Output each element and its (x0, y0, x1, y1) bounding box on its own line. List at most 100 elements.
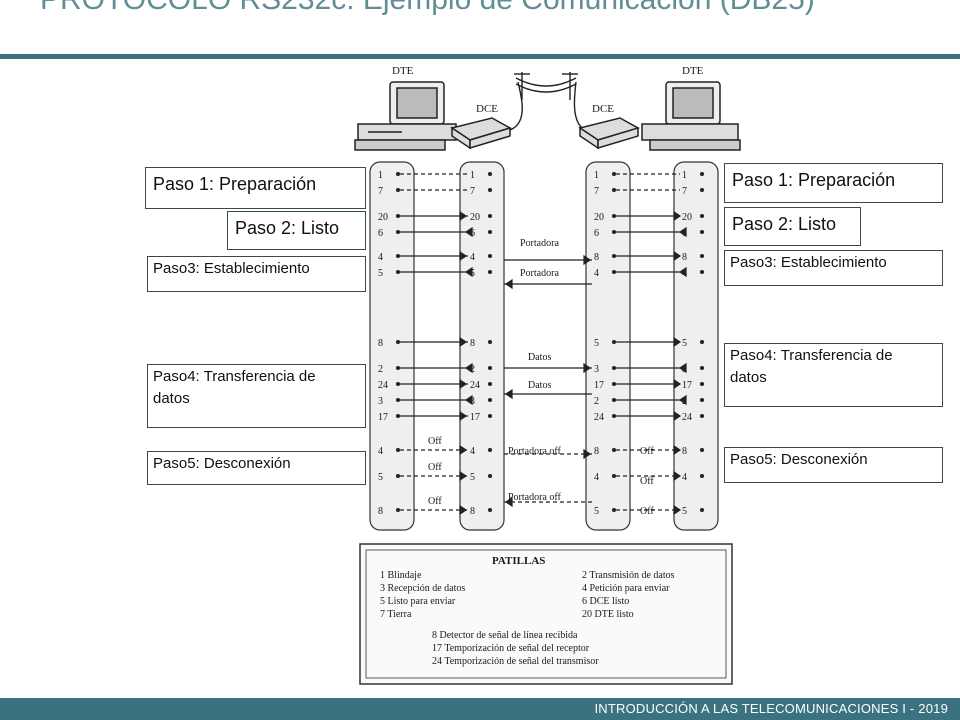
arrow-head (583, 362, 592, 374)
legend-item: 5 Listo para enviar (380, 596, 456, 607)
legend-item: 4 Petición para enviar (582, 583, 670, 594)
arrow-head (673, 210, 682, 222)
callout-right-paso5: Paso5: Desconexión (724, 447, 943, 483)
arrow-head (673, 250, 682, 262)
right-dte-computer (641, 81, 741, 151)
pin-dot (488, 448, 492, 452)
pin-dot (396, 414, 400, 418)
pin-dot (612, 188, 616, 192)
pin-number: 24 (682, 412, 692, 423)
pin-dot (612, 508, 616, 512)
arrow-head (459, 410, 468, 422)
arrow-head (459, 504, 468, 516)
pin-number: 3 (378, 396, 383, 407)
pin-number: 8 (594, 446, 599, 457)
arrow-head (583, 448, 592, 460)
footer-text: INTRODUCCIÓN A LAS TELECOMUNICACIONES I … (594, 701, 948, 716)
legend-item: 8 Detector de señal de línea recibida (432, 630, 578, 641)
callout-text: Paso4: Transferencia de datos (153, 368, 316, 407)
callout-text: Paso 1: Preparación (153, 174, 317, 194)
pin-dot (612, 366, 616, 370)
pin-dot (396, 508, 400, 512)
pin-number: 20 (470, 212, 480, 223)
pin-number: 20 (594, 212, 604, 223)
telephone-line (509, 72, 586, 131)
pin-number: 8 (378, 506, 383, 517)
arrow-head (678, 394, 687, 406)
pin-number: 6 (378, 228, 383, 239)
pin-number: 7 (470, 186, 475, 197)
pin-number: 7 (594, 186, 599, 197)
pin-number: 7 (682, 186, 687, 197)
pin-dot (488, 340, 492, 344)
callout-text: Paso 1: Preparación (732, 170, 896, 190)
pin-dot (488, 474, 492, 478)
pin-number: 7 (378, 186, 383, 197)
pin-dot (700, 508, 704, 512)
pin-dot (488, 230, 492, 234)
legend-item: 17 Temporización de señal del receptor (432, 643, 590, 654)
off-label-2: Off (428, 462, 442, 473)
pin-number: 1 (378, 170, 383, 181)
pin-dot (612, 448, 616, 452)
arrow-head (504, 496, 513, 508)
left-dce-modem (450, 117, 512, 150)
pin-number: 24 (378, 380, 388, 391)
pin-dot (396, 382, 400, 386)
legend-item: 2 Transmisión de datos (582, 570, 675, 581)
arrow-head (464, 226, 473, 238)
pin-number: 6 (594, 228, 599, 239)
pin-dot (700, 474, 704, 478)
pin-number: 24 (594, 412, 604, 423)
legend-item: 7 Tierra (380, 609, 412, 620)
pin-dot (700, 270, 704, 274)
pin-number: 17 (594, 380, 604, 391)
right-dce-modem (578, 117, 640, 150)
pin-dot (700, 214, 704, 218)
pin-number: 4 (682, 472, 687, 483)
arrow-head (673, 336, 682, 348)
pin-dot (700, 340, 704, 344)
pin-dot (396, 340, 400, 344)
pin-number: 5 (378, 472, 383, 483)
pin-number: 1 (470, 170, 475, 181)
callout-left-paso2: Paso 2: Listo (227, 211, 366, 250)
pin-dot (488, 508, 492, 512)
pin-dot (488, 398, 492, 402)
pin-number: 17 (682, 380, 692, 391)
pin-number: 8 (470, 338, 475, 349)
pin-dot (700, 382, 704, 386)
pin-number: 4 (470, 446, 475, 457)
pin-dot (488, 382, 492, 386)
off-label-5: Off (640, 476, 654, 487)
left-dce-label: DCE (476, 103, 498, 115)
callout-text: Paso3: Establecimiento (730, 254, 887, 271)
pin-dot (612, 270, 616, 274)
pin-number: 3 (594, 364, 599, 375)
pin-dot (488, 172, 492, 176)
callout-text: Paso 2: Listo (235, 218, 340, 238)
signal-lines (400, 173, 687, 516)
pin-dot (612, 382, 616, 386)
off-label-1: Off (428, 436, 442, 447)
pin-dot (612, 172, 616, 176)
arrow-head (678, 266, 687, 278)
pin-number: 4 (594, 268, 599, 279)
pin-number: 8 (682, 446, 687, 457)
arrow-head (678, 362, 687, 374)
pin-dot (396, 172, 400, 176)
pin-labels: 1720645822431745817206458224317458172068… (378, 170, 704, 517)
arrow-head (459, 250, 468, 262)
pin-dot (396, 214, 400, 218)
pin-dot (612, 474, 616, 478)
pin-dot (700, 414, 704, 418)
arrow-head (673, 444, 682, 456)
pin-number: 1 (682, 170, 687, 181)
pin-dot (396, 474, 400, 478)
arrow-head (464, 266, 473, 278)
pin-number: 17 (378, 412, 388, 423)
pin-number: 4 (378, 446, 383, 457)
pin-number: 5 (594, 506, 599, 517)
arrow-head (504, 388, 513, 400)
